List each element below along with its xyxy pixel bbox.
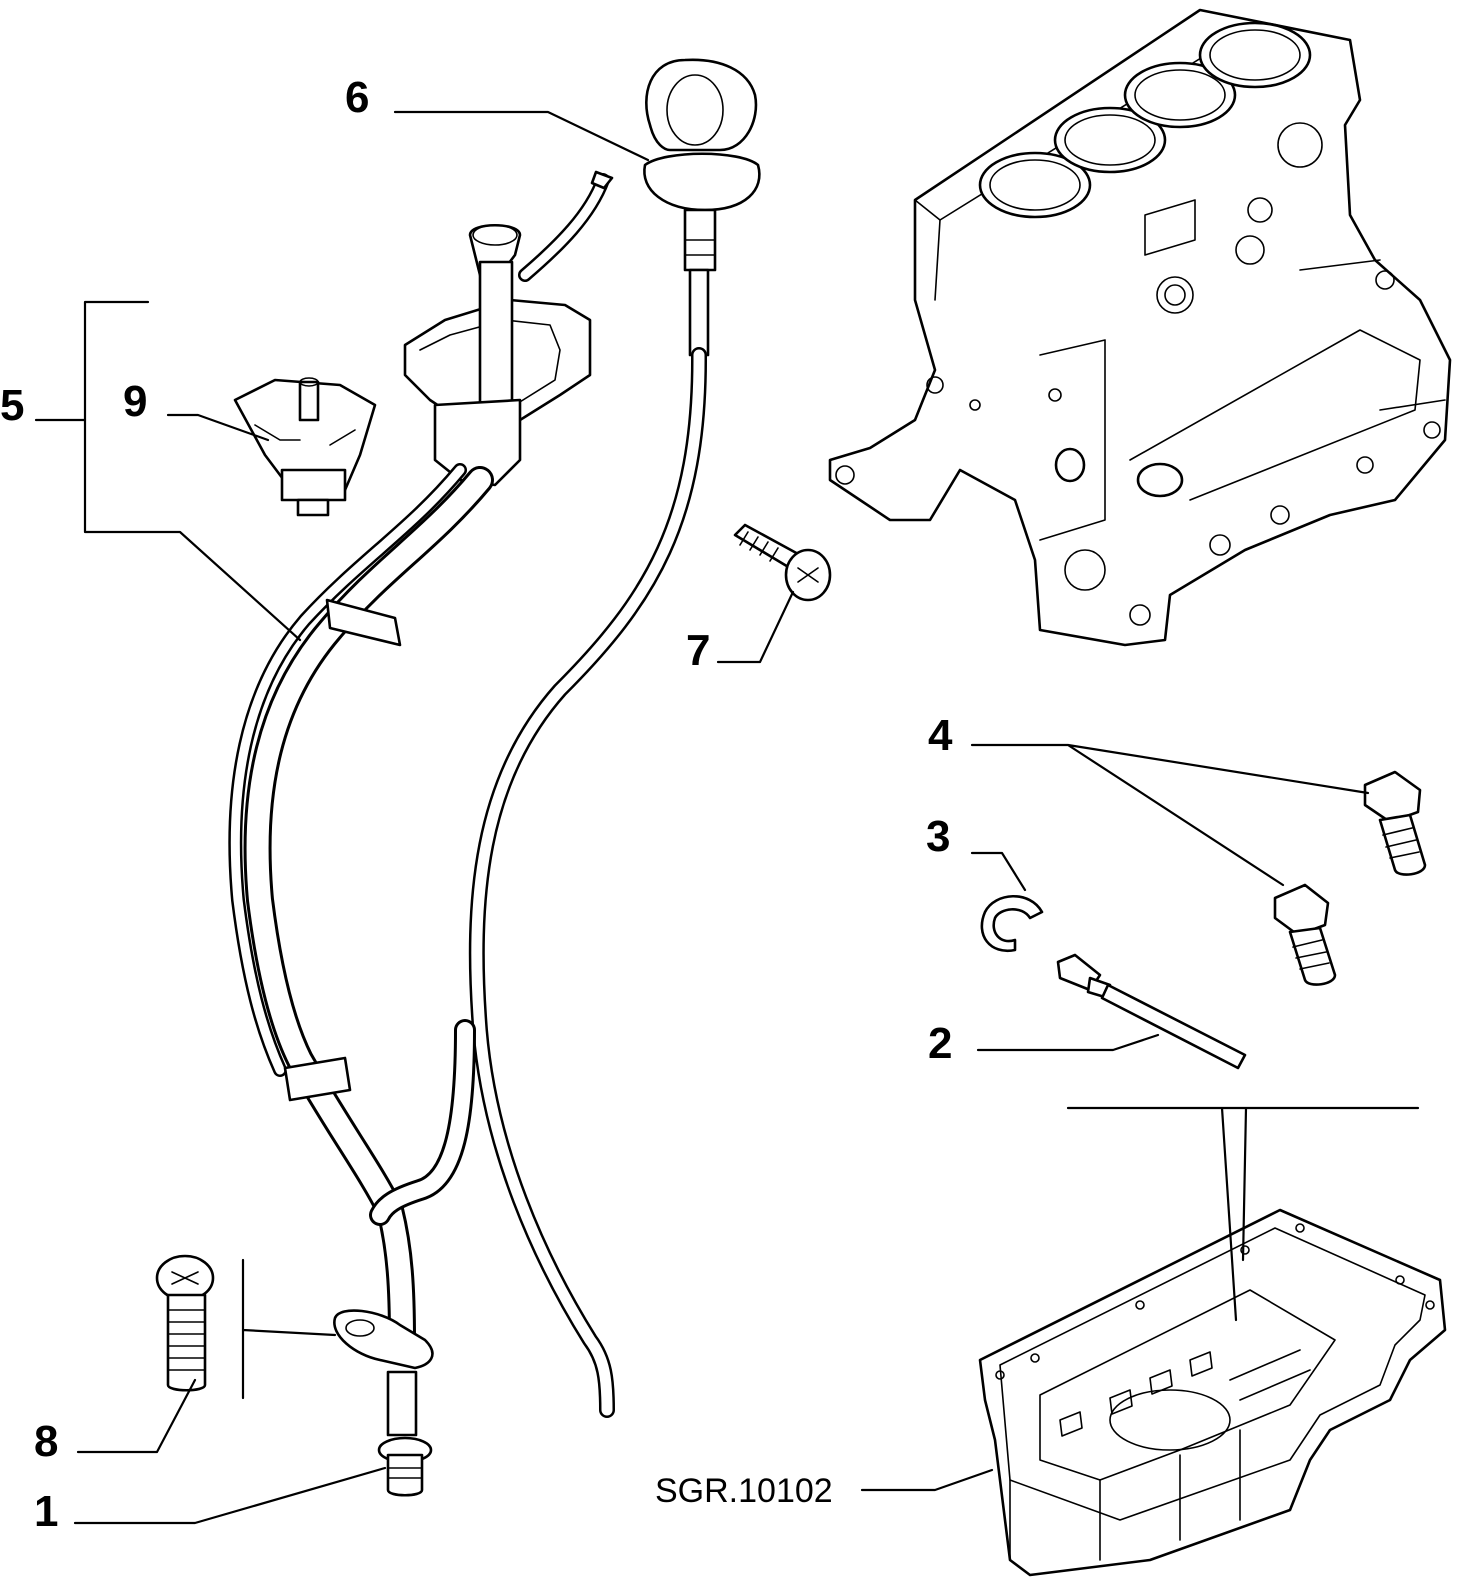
callout-7: 7 [686,626,710,675]
sensor-2 [1056,953,1247,1070]
ring-clip-3 [980,894,1044,953]
leader-lines [34,110,1420,1525]
bolt-4a [1363,770,1427,876]
bolt-4b [1273,883,1337,986]
callout-3: 3 [926,812,950,861]
callout-2: 2 [928,1019,952,1068]
callout-9: 9 [123,377,147,426]
clip-part [233,377,377,517]
callout-5: 5 [0,381,24,430]
dipstick [468,58,761,1418]
dipstick-guide-tube [228,170,614,1437]
engine-block [828,8,1452,647]
oil-pan [978,1208,1447,1577]
screw-7 [733,523,832,602]
screw-8 [155,1254,215,1392]
callout-4: 4 [928,711,953,760]
callout-8: 8 [34,1417,58,1466]
plug-1 [377,1436,433,1497]
callout-6: 6 [345,73,369,122]
callout-1: 1 [34,1487,58,1536]
reference-code: SGR.10102 [655,1472,833,1510]
